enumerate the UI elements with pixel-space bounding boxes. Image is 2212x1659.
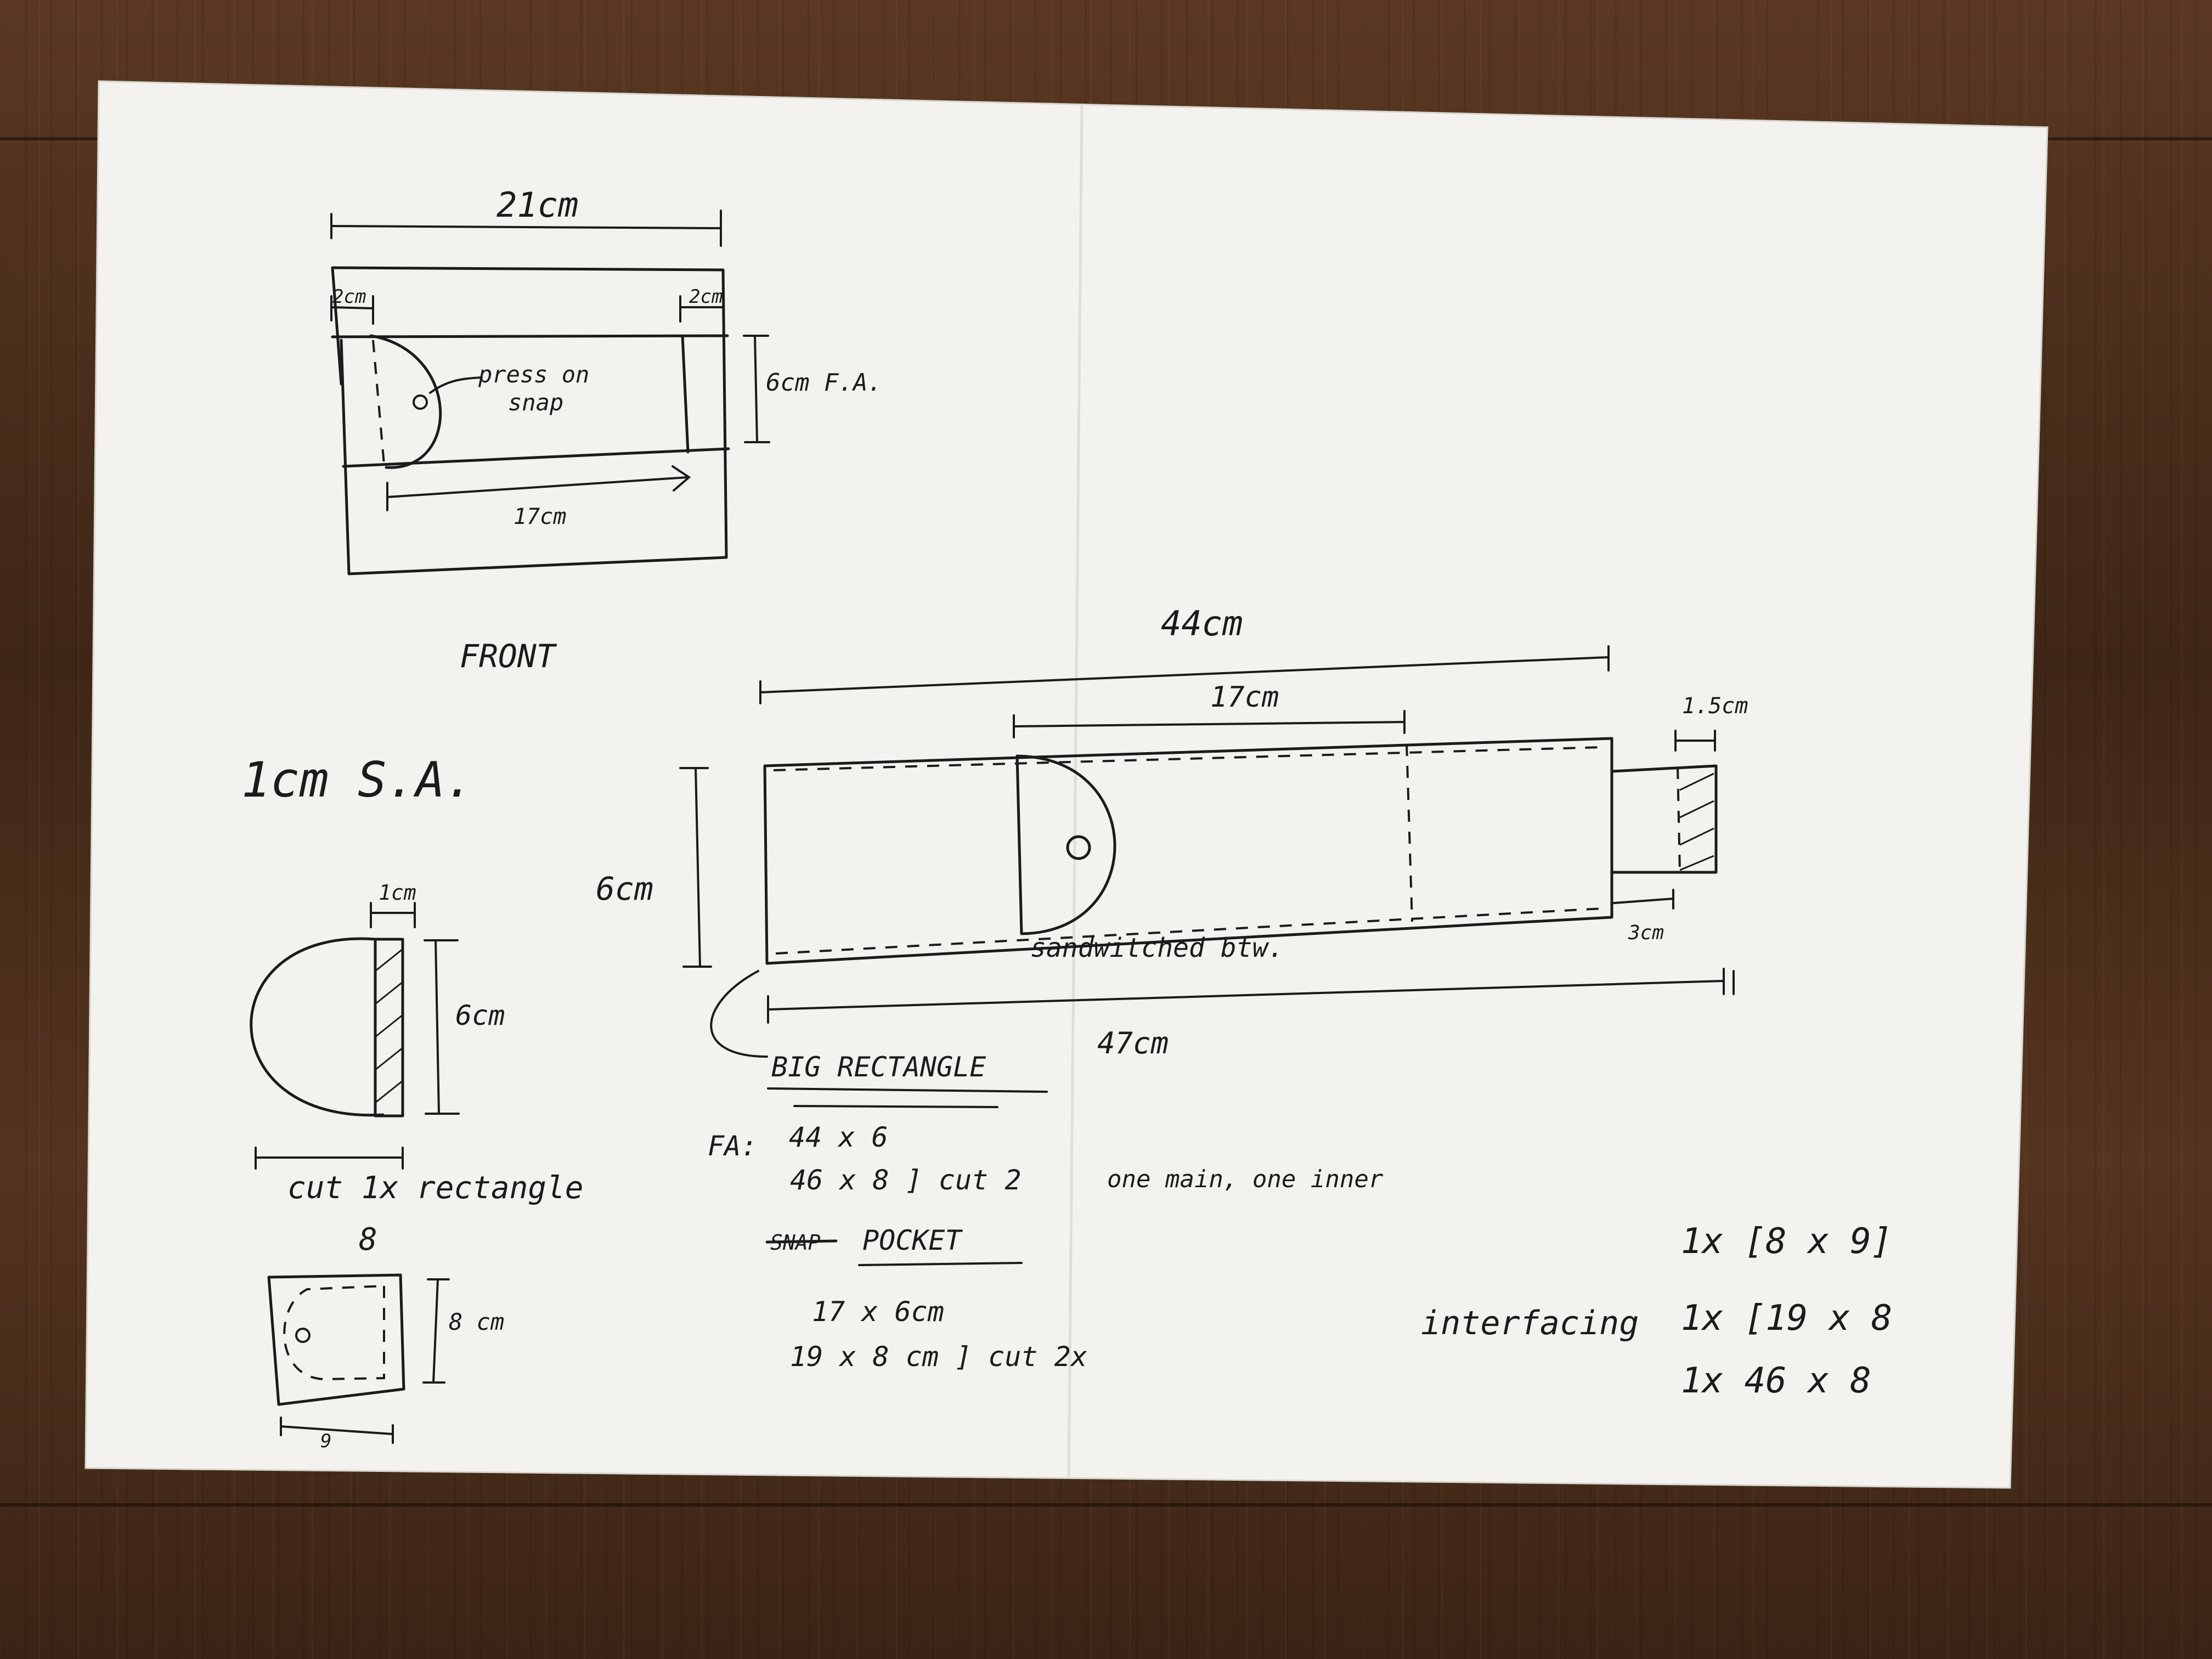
fa-note: one main, one inner (1107, 1165, 1384, 1193)
tab-cut-note: cut 1x rectangle (287, 1170, 583, 1206)
front-inner-length-label: 17cm (514, 504, 566, 529)
pocket-piece-drawing: 8 cm 9 (267, 1273, 504, 1452)
interfacing-list: interfacing 1x [8 x 9] 1x [19 x 8 1x 46 … (1421, 1221, 1892, 1401)
big-sandwich-note: sandwitched btw. (1030, 933, 1284, 963)
big-rectangle-drawing: 44cm 17cm 1.5cm 3cm (596, 603, 1748, 1108)
front-snap-circle (413, 394, 428, 410)
big-extension-bottom-label: 3cm (1628, 922, 1664, 944)
pocket-title: POCKET (862, 1224, 963, 1256)
pocket-height-label: 8 cm (449, 1308, 504, 1335)
tab-piece-drawing: 1cm 6cm cut 1x rectangle 8 (250, 881, 583, 1257)
seam-allowance-note: 1cm S.A. (241, 752, 474, 808)
pocket-snap-circle (295, 1328, 311, 1343)
big-top-length-label: 44cm (1161, 603, 1243, 644)
fa-line-2: 46 x 8 ] cut 2 (790, 1164, 1021, 1196)
interfacing-item-1: 1x [8 x 9] (1681, 1221, 1892, 1262)
front-width-label: 21cm (496, 185, 578, 225)
front-right-margin-label: 2cm (689, 286, 723, 308)
cut-list: FA: 44 x 6 46 x 8 ] cut 2 one main, one … (708, 1121, 1384, 1373)
big-rectangle-callout: BIG RECTANGLE (771, 1051, 986, 1083)
front-view-drawing: 21cm 2cm 2cm press on snap 6cm F.A. (330, 185, 882, 675)
pocket-width-label: 9 (320, 1430, 331, 1452)
tab-width-label: 1cm (379, 881, 416, 905)
front-height-label: 6cm F.A. (766, 369, 882, 397)
big-height-label: 6cm (596, 870, 653, 907)
big-snap-circle (1066, 835, 1091, 860)
front-left-margin-label: 2cm (332, 286, 366, 308)
tab-height-label: 6cm (455, 1000, 505, 1031)
big-pocket-length-label: 17cm (1210, 681, 1279, 714)
front-snap-note-2: snap (508, 389, 563, 416)
interfacing-label: interfacing (1421, 1304, 1639, 1342)
fa-line-1: 44 x 6 (789, 1121, 888, 1153)
pocket-line-2: 19 x 8 cm ] cut 2x (790, 1341, 1087, 1373)
tab-width-dim: 8 (359, 1222, 377, 1257)
paper-fold (1067, 104, 1084, 1477)
floor-seam (0, 1503, 2212, 1506)
interfacing-item-2: 1x [19 x 8 (1681, 1298, 1892, 1339)
fa-prefix: FA: (708, 1130, 757, 1162)
pocket-line-1: 17 x 6cm (812, 1296, 944, 1328)
big-total-length-label: 47cm (1097, 1026, 1169, 1060)
paper (84, 80, 2049, 1489)
big-extension-label: 1.5cm (1682, 693, 1748, 719)
front-caption: FRONT (460, 637, 557, 675)
front-snap-note-1: press on (478, 361, 589, 388)
interfacing-item-3: 1x 46 x 8 (1681, 1361, 1871, 1401)
